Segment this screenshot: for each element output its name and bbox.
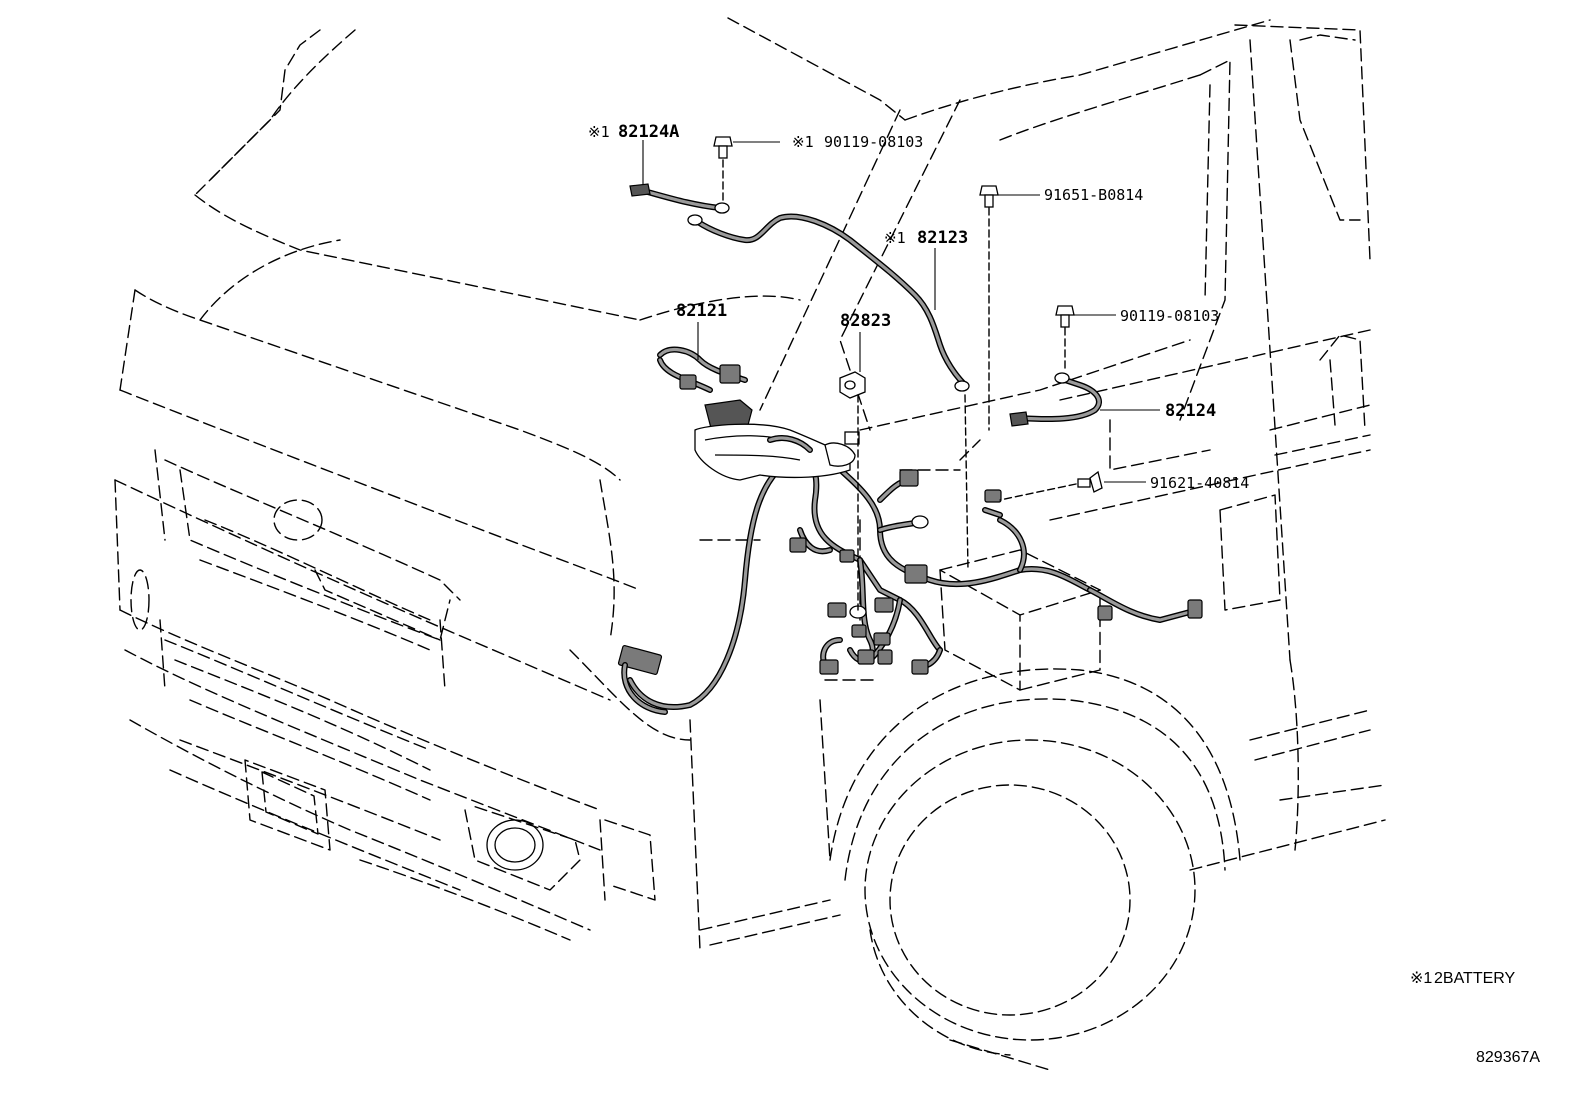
label-91621: 91621-40814: [1150, 474, 1249, 492]
bolt-91651: [979, 185, 999, 208]
installation-guide-lines: [722, 159, 1077, 611]
leader-lines: [642, 140, 1160, 483]
bolt-90119-top: [713, 136, 733, 159]
label-90119-top-mark: ※1: [792, 133, 814, 151]
label-90119-right: 90119-08103: [1120, 307, 1219, 325]
bolt-90119-right: [1055, 305, 1075, 328]
harness-connectors: [617, 469, 1203, 715]
label-91651: 91651-B0814: [1044, 186, 1143, 204]
footnote-text: 2BATTERY: [1434, 970, 1516, 987]
label-82823: 82823: [840, 311, 891, 331]
label-82124: 82124: [1165, 401, 1216, 421]
battery-cable-82123: [687, 213, 970, 392]
relay-block-assembly: [657, 346, 860, 481]
bolt-91621: [1077, 470, 1103, 493]
label-82121: 82121: [676, 301, 727, 321]
ground-strap-82124: [1009, 372, 1102, 427]
footnotes: ※1 2BATTERY 829367A: [1410, 970, 1540, 1066]
footnote-mark: ※1: [1410, 970, 1432, 987]
label-82124A-mark: ※1: [588, 123, 610, 141]
label-82123-mark: ※1: [884, 229, 906, 247]
label-82124A: 82124A: [618, 122, 679, 142]
clamp-82823: [839, 371, 866, 399]
label-90119-top: 90119-08103: [824, 133, 923, 151]
label-82123: 82123: [917, 228, 968, 248]
part-labels: ※1 82124A ※1 90119-08103 91651-B0814 ※1 …: [588, 122, 1249, 492]
ground-strap-82124A: [629, 183, 730, 214]
diagram-id: 829367A: [1476, 1049, 1540, 1066]
vehicle-body-outline: [114, 17, 1386, 1071]
